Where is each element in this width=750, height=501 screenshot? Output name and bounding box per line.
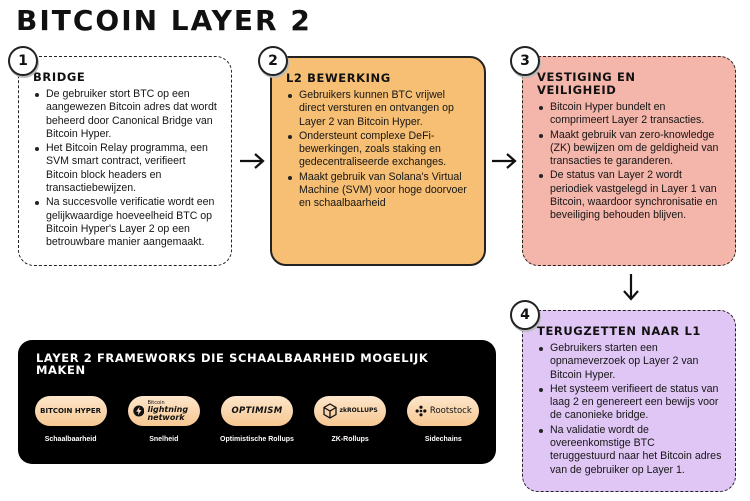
arrow-down-icon — [623, 274, 639, 301]
step-title: VESTIGING EN VEILIGHEID — [537, 70, 636, 97]
bullet-list: De gebruiker stort BTC op een aangewezen… — [33, 88, 219, 250]
bullet-item: De gebruiker stort BTC op een aangewezen… — [33, 88, 219, 141]
zk-rollups-logo: zkROLLUPS — [314, 396, 387, 426]
step-number-badge: 1 — [8, 46, 38, 76]
framework-label: Optimistische Rollups — [220, 436, 294, 443]
step-number-badge: 3 — [510, 46, 540, 76]
lightning-bolt-icon — [133, 405, 145, 417]
framework-label: ZK-Rollups — [331, 436, 369, 443]
bullet-item: Gebruikers starten een opnameverzoek op … — [537, 342, 723, 382]
logo-text: zkROLLUPS — [339, 407, 378, 414]
step-number-badge: 4 — [510, 300, 540, 330]
logo-subtext: Bitcoin — [147, 400, 165, 406]
framework-rootstock: Rootstock Sidechains — [400, 396, 486, 443]
step-card-l2-operation: L2 BEWERKING Gebruikers kunnen BTC vrijw… — [270, 56, 486, 266]
step-title: L2 BEWERKING — [286, 71, 391, 85]
step-title: TERUGZETTEN NAAR L1 — [537, 324, 701, 338]
bullet-list: Gebruikers starten een opnameverzoek op … — [537, 342, 723, 477]
bullet-item: Ondersteunt complexe DeFi-bewerkingen, z… — [286, 130, 472, 170]
step-card-bridge: BRIDGE De gebruiker stort BTC op een aan… — [18, 56, 232, 266]
step-card-withdraw-to-l1: TERUGZETTEN NAAR L1 Gebruikers starten e… — [522, 310, 736, 492]
optimism-logo: OPTIMISM — [220, 396, 293, 426]
step-number-badge: 2 — [258, 46, 288, 76]
logo-text-group: Bitcoin lightning network — [147, 400, 199, 422]
arrow-right-icon — [240, 153, 265, 169]
bullet-list: Bitcoin Hyper bundelt en comprimeert Lay… — [537, 101, 723, 223]
framework-lightning: Bitcoin lightning network Snelheid — [121, 396, 207, 443]
bullet-item: Het Bitcoin Relay programma, een SVM sma… — [33, 142, 219, 195]
step-card-settlement-security: VESTIGING EN VEILIGHEID Bitcoin Hyper bu… — [522, 56, 736, 266]
lightning-network-logo: Bitcoin lightning network — [127, 396, 200, 426]
framework-label: Snelheid — [149, 436, 179, 443]
bullet-item: Gebruikers kunnen BTC vrijwel direct ver… — [286, 89, 472, 129]
bullet-item: Bitcoin Hyper bundelt en comprimeert Lay… — [537, 101, 723, 128]
rootstock-logo: Rootstock — [407, 396, 480, 426]
framework-bitcoin-hyper: BITCOIN HYPER Schaalbaarheid — [28, 396, 114, 443]
bullet-item: Na succesvolle verificatie wordt een gel… — [33, 196, 219, 249]
page-title: BITCOIN LAYER 2 — [16, 4, 312, 37]
bullet-item: Maakt gebruik van Solana's Virtual Machi… — [286, 171, 472, 211]
bullet-item: Na validatie wordt de overeenkomstige BT… — [537, 424, 723, 477]
frameworks-logo-row: BITCOIN HYPER Schaalbaarheid Bitcoin lig… — [18, 396, 496, 443]
logo-text: BITCOIN HYPER — [40, 407, 102, 415]
framework-label: Schaalbaarheid — [44, 436, 97, 443]
bullet-item: Het systeem verifieert de status van laa… — [537, 383, 723, 423]
bullet-item: De status van Layer 2 wordt periodiek va… — [537, 169, 723, 222]
logo-text: Rootstock — [429, 406, 472, 416]
framework-label: Sidechains — [424, 436, 462, 443]
step-title: BRIDGE — [33, 70, 86, 84]
arrow-right-icon — [492, 153, 517, 169]
logo-text: lightning network — [147, 405, 189, 422]
frameworks-title: LAYER 2 FRAMEWORKS DIE SCHAALBAARHEID MO… — [36, 351, 429, 377]
framework-zk-rollups: zkROLLUPS ZK-Rollups — [307, 396, 393, 443]
bitcoin-hyper-logo: BITCOIN HYPER — [34, 396, 107, 426]
framework-optimism: OPTIMISM Optimistische Rollups — [214, 396, 300, 443]
bullet-list: Gebruikers kunnen BTC vrijwel direct ver… — [286, 89, 472, 211]
rootstock-node-icon — [415, 405, 427, 417]
frameworks-panel: LAYER 2 FRAMEWORKS DIE SCHAALBAARHEID MO… — [18, 340, 496, 464]
cube-icon — [322, 403, 337, 419]
logo-text: OPTIMISM — [231, 406, 283, 416]
bullet-item: Maakt gebruik van zero-knowledge (ZK) be… — [537, 129, 723, 169]
